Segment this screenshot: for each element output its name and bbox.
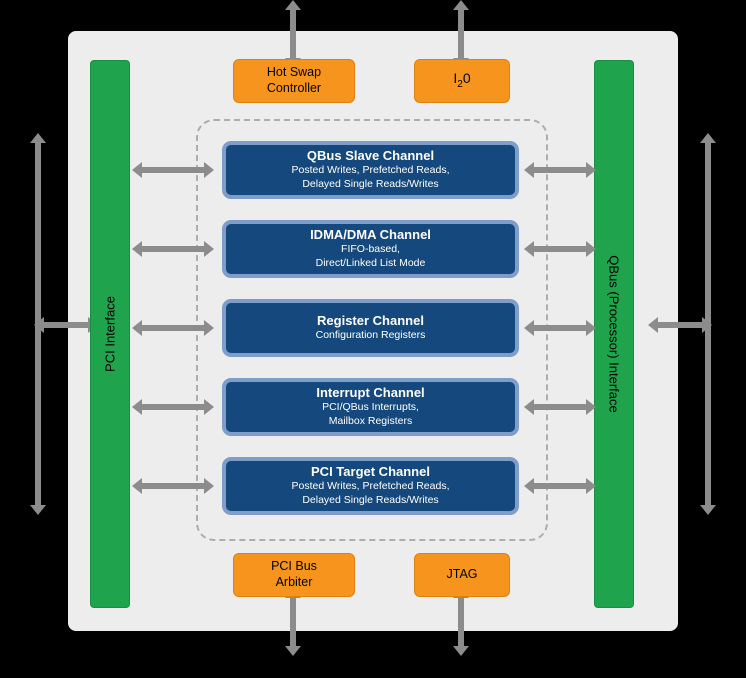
i2o-subscript: 2 bbox=[457, 79, 463, 91]
channel-subtitle: Configuration Registers bbox=[315, 329, 426, 342]
qbus-interface-label: QBus (Processor) Interface bbox=[606, 255, 622, 413]
channel-pci-target: PCI Target Channel Posted Writes, Prefet… bbox=[222, 457, 519, 515]
i2o-base: I bbox=[453, 70, 458, 87]
qbus-horizontal-arrow bbox=[648, 317, 712, 333]
channel-subtitle: Delayed Single Reads/Writes bbox=[302, 494, 439, 507]
channel-title: PCI Target Channel bbox=[311, 464, 430, 480]
hot-swap-line1: Hot Swap bbox=[266, 65, 322, 80]
pci-interface-bar: PCI Interface bbox=[90, 60, 130, 608]
qbus-interface-bar: QBus (Processor) Interface bbox=[594, 60, 634, 608]
right-arrow-interrupt bbox=[524, 399, 596, 415]
channel-subtitle: Mailbox Registers bbox=[328, 415, 413, 428]
channel-idma-dma: IDMA/DMA Channel FIFO-based, Direct/Link… bbox=[222, 220, 519, 278]
channel-title: Register Channel bbox=[317, 313, 424, 329]
jtag-box: JTAG bbox=[414, 553, 510, 597]
hot-swap-controller-box: Hot Swap Controller bbox=[233, 59, 355, 103]
channel-subtitle: Posted Writes, Prefetched Reads, bbox=[291, 164, 450, 177]
i2o-label: I20 bbox=[453, 70, 470, 91]
left-arrow-qbus-slave bbox=[132, 162, 214, 178]
hot-swap-top-arrow bbox=[285, 0, 301, 68]
jtag-label: JTAG bbox=[446, 567, 478, 582]
channel-subtitle: Posted Writes, Prefetched Reads, bbox=[291, 480, 450, 493]
channel-register: Register Channel Configuration Registers bbox=[222, 299, 519, 357]
channel-interrupt: Interrupt Channel PCI/QBus Interrupts, M… bbox=[222, 378, 519, 436]
left-arrow-interrupt bbox=[132, 399, 214, 415]
channel-subtitle: Delayed Single Reads/Writes bbox=[302, 178, 439, 191]
channel-title: Interrupt Channel bbox=[316, 385, 425, 401]
channel-subtitle: FIFO-based, bbox=[341, 243, 400, 256]
left-arrow-pci-target bbox=[132, 478, 214, 494]
right-arrow-pci-target bbox=[524, 478, 596, 494]
channel-subtitle: Direct/Linked List Mode bbox=[315, 257, 426, 270]
hot-swap-line2: Controller bbox=[266, 81, 322, 95]
i2o-top-arrow bbox=[453, 0, 469, 68]
channel-title: QBus Slave Channel bbox=[306, 148, 435, 164]
pci-bus-horizontal-arrow bbox=[34, 317, 98, 333]
i2o-box: I20 bbox=[414, 59, 510, 103]
pci-arbiter-line2: Arbiter bbox=[275, 575, 313, 589]
pci-interface-label: PCI Interface bbox=[102, 296, 118, 372]
left-arrow-register bbox=[132, 320, 214, 336]
pci-arbiter-bottom-arrow bbox=[285, 588, 301, 656]
channel-subtitle: PCI/QBus Interrupts, bbox=[322, 401, 419, 414]
right-arrow-qbus-slave bbox=[524, 162, 596, 178]
i2o-tail: 0 bbox=[462, 70, 471, 87]
channel-qbus-slave: QBus Slave Channel Posted Writes, Prefet… bbox=[222, 141, 519, 199]
channel-title: IDMA/DMA Channel bbox=[310, 227, 431, 243]
jtag-bottom-arrow bbox=[453, 588, 469, 656]
pci-arbiter-line1: PCI Bus bbox=[271, 559, 317, 574]
right-arrow-idma-dma bbox=[524, 241, 596, 257]
left-arrow-idma-dma bbox=[132, 241, 214, 257]
pci-bus-arbiter-box: PCI Bus Arbiter bbox=[233, 553, 355, 597]
right-arrow-register bbox=[524, 320, 596, 336]
